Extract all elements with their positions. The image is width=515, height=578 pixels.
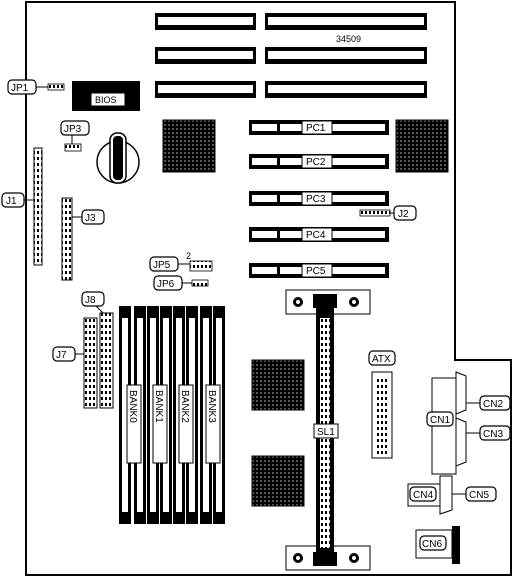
j3-label: J3 [85,213,96,224]
j8-header: J8 [81,291,114,409]
j3-header: J3 [61,197,105,281]
sl1-slot: SL1 [285,289,371,571]
sl1-label: SL1 [317,427,335,438]
jp5-pin-label: 2 [186,251,191,261]
cn3-connector: CN3 [466,425,511,441]
cn3-label: CN3 [483,429,503,440]
bank-1-label: BANK1 [153,390,164,423]
j2-label: J2 [398,209,409,220]
jp1-jumper: JP1 [7,79,65,95]
bank-3: BANK3 1 [202,384,221,521]
chip-bottom-left [251,455,305,507]
bank-2: BANK2 1 [175,384,194,521]
part-number: 34509 [336,34,361,44]
bank-0: BANK0 1 [121,384,142,521]
j1-header: J1 [1,147,43,266]
bank-1-pin: 1 [149,512,154,521]
bank-0-label: BANK0 [127,390,138,423]
pc1-label: PC1 [306,123,326,134]
chip-top-right [395,119,449,173]
bios-label: BIOS [95,95,117,105]
cn2-connector: CN2 [466,395,511,411]
jp3-label: JP3 [64,124,82,135]
bios-chip: BIOS [72,81,140,111]
cn4-connector: CN4 [407,475,453,515]
atx-connector: ATX [368,350,396,459]
j8-label: J8 [85,295,96,306]
bank-2-pin: 1 [175,512,180,521]
pci-slots: PC1 PC2 PC3 PC4 PC5 [249,120,389,278]
pc3-label: PC3 [306,194,326,205]
jp1-label: JP1 [11,83,29,94]
pc2-label: PC2 [306,157,326,168]
cn1-connector: CN1 [426,371,467,475]
jp5-jumper: 2 JP5 [149,251,213,272]
cn5-label: CN5 [469,490,489,501]
jp6-label: JP6 [157,279,175,290]
jp5-label: JP5 [153,260,171,271]
battery [96,132,140,184]
atx-label: ATX [372,354,391,365]
chip-mid-left [251,359,305,411]
cn2-label: CN2 [483,399,503,410]
bank-0-pin: 1 [121,512,126,521]
bank-3-pin: 1 [202,512,207,521]
cn6-connector: CN6 [415,526,460,564]
jp3-jumper: JP3 [60,120,90,152]
cn4-label: CN4 [413,490,433,501]
cn6-label: CN6 [422,539,442,550]
memory-banks: BANK0 1 BANK1 1 BANK2 1 BANK3 1 [119,306,225,524]
chip-top-left [162,119,216,173]
cn5-connector: CN5 [452,486,497,502]
j7-header: J7 [52,317,98,409]
bank-2-label: BANK2 [179,390,190,423]
cn1-label: CN1 [430,415,450,426]
j7-label: J7 [56,350,67,361]
j1-label: J1 [6,196,17,207]
pc5-label: PC5 [306,266,326,277]
bank-1: BANK1 1 [149,384,168,521]
isa-slots [155,13,427,98]
j2-header: J2 [359,205,417,221]
bank-3-label: BANK3 [206,390,217,423]
pc4-label: PC4 [306,230,326,241]
jp6-jumper: JP6 [153,275,209,291]
